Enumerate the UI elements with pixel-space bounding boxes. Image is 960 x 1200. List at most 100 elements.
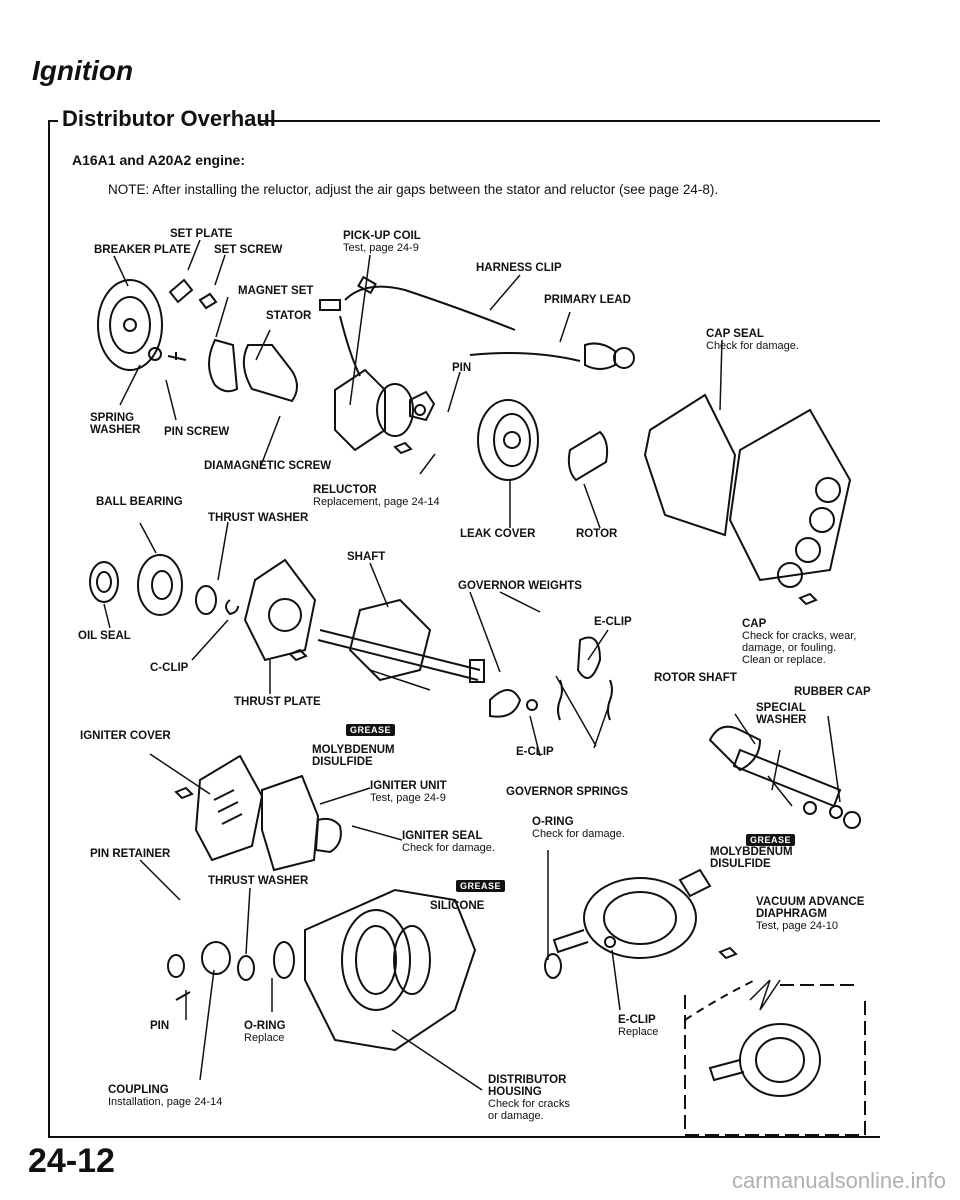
label-housing-1: DISTRIBUTOR [488,1074,567,1086]
label-thrust-washer-bottom: THRUST WASHER [208,875,309,887]
label-cap-sub-3: Clean or replace. [742,654,826,666]
label-stator: STATOR [266,310,312,322]
label-pin-bottom: PIN [150,1020,170,1032]
label-vacuum-1: VACUUM ADVANCE [756,896,865,908]
label-reluctor: RELUCTOR [313,484,377,496]
bearing-set-part [89,554,239,616]
label-cap: CAP [742,618,767,630]
label-moly-1: MOLYBDENUM [312,744,395,756]
label-igniter-unit: IGNITER UNIT [370,780,447,792]
watermark: carmanualsonline.info [731,1168,946,1193]
header-rule [260,120,880,122]
cap-seal-part [643,393,737,537]
engine-applicability: A16A1 and A20A2 engine: [72,152,245,168]
leak-cover-part [477,399,539,481]
label-coupling-sub: Installation, page 24-14 [108,1096,223,1108]
label-eclip-mid: E-CLIP [516,746,554,758]
label-ball-bearing: BALL BEARING [96,496,183,508]
label-housing-sub-1: Check for cracks [488,1098,570,1110]
label-primary-lead: PRIMARY LEAD [544,294,631,306]
label-eclip-bottom: E-CLIP [618,1014,656,1026]
label-igniter-seal-sub: Check for damage. [402,842,495,854]
label-cap-seal-sub: Check for damage. [706,340,799,352]
label-oring-mid-sub: Check for damage. [532,828,625,840]
coupling-set-part [167,941,295,1001]
label-harness-clip: HARNESS CLIP [476,262,562,274]
page-title: Distributor Overhaul [62,106,276,131]
label-cap-sub-1: Check for cracks, wear, [742,630,857,642]
set-plate-part [168,278,218,310]
label-special-washer-2: WASHER [756,714,807,726]
grease-badge-2: GREASE [746,834,796,846]
label-pin-screw: PIN SCREW [164,426,230,438]
spring-washer-part [148,347,187,361]
label-rotor: ROTOR [576,528,618,540]
label-c-clip: C-CLIP [150,662,189,674]
distributor-housing-part [304,888,477,1052]
label-housing-sub-2: or damage. [488,1110,544,1122]
label-thrust-washer-top: THRUST WASHER [208,512,309,524]
vacuum-diaphragm-part [544,868,738,979]
leader-lines [103,239,841,1091]
label-breaker-plate: BREAKER PLATE [94,244,191,256]
governor-weights-part [489,636,613,721]
vacuum-inset-box [684,979,866,1136]
label-vacuum-sub: Test, page 24-10 [756,920,838,932]
label-silicone: SILICONE [430,900,485,912]
label-thrust-plate: THRUST PLATE [234,696,321,708]
label-cap-seal: CAP SEAL [706,328,764,340]
label-rotor-shaft: ROTOR SHAFT [654,672,737,684]
label-governor-springs: GOVERNOR SPRINGS [506,786,629,798]
shaft-part [317,598,485,683]
label-pin-retainer: PIN RETAINER [90,848,171,860]
igniter-assembly-part [174,754,342,872]
label-vacuum-2: DIAPHRAGM [756,908,827,920]
label-eclip-top: E-CLIP [594,616,632,628]
frame-left-tick [48,120,58,122]
label-pickup-coil-sub: Test, page 24-9 [343,242,419,254]
section-title: Ignition [32,55,134,86]
label-oring-mid: O-RING [532,816,574,828]
label-housing-2: HOUSING [488,1086,542,1098]
distributor-cap-part [728,408,852,606]
label-oring-bottom: O-RING [244,1020,286,1032]
label-igniter-cover: IGNITER COVER [80,730,171,742]
label-magnet-set: MAGNET SET [238,285,314,297]
label-moly2-1: MOLYBDENUM [710,846,793,858]
label-special-washer-1: SPECIAL [756,702,806,714]
label-leak-cover: LEAK COVER [460,528,536,540]
label-governor-weights: GOVERNOR WEIGHTS [458,580,582,592]
label-igniter-unit-sub: Test, page 24-9 [370,792,446,804]
label-moly2-2: DISULFIDE [710,858,771,870]
primary-lead-part [469,342,635,370]
label-eclip-bottom-sub: Replace [618,1026,659,1038]
installation-note: NOTE: After installing the reluctor, adj… [108,182,719,197]
rotor-part [567,430,609,482]
label-oring-bottom-sub: Replace [244,1032,285,1044]
magnet-set-part [208,338,239,393]
label-spring-washer: SPRING WASHER [90,412,141,436]
stator-part [242,344,298,403]
label-set-screw: SET SCREW [214,244,283,256]
label-moly-2: DISULFIDE [312,756,373,768]
label-diamagnetic-screw: DIAMAGNETIC SCREW [204,460,332,472]
grease-icon: GREASE [346,720,396,738]
label-shaft: SHAFT [347,551,386,563]
reluctor-part [334,368,436,455]
label-set-plate: SET PLATE [170,228,233,240]
label-pin-top: PIN [452,362,472,374]
label-coupling: COUPLING [108,1084,169,1096]
rotor-shaft-part [708,725,861,829]
label-oil-seal: OIL SEAL [78,630,131,642]
label-reluctor-sub: Replacement, page 24-14 [313,496,440,508]
thrust-plate-part [243,558,317,662]
breaker-plate-part [97,279,163,371]
frame-left-rule [48,120,50,1138]
label-rubber-cap: RUBBER CAP [794,686,871,698]
frame-bottom-rule [48,1136,880,1138]
grease-icon-3: GREASE [456,876,506,894]
pickup-coil-part [319,275,516,377]
label-igniter-seal: IGNITER SEAL [402,830,483,842]
page-number: 24-12 [28,1142,115,1180]
